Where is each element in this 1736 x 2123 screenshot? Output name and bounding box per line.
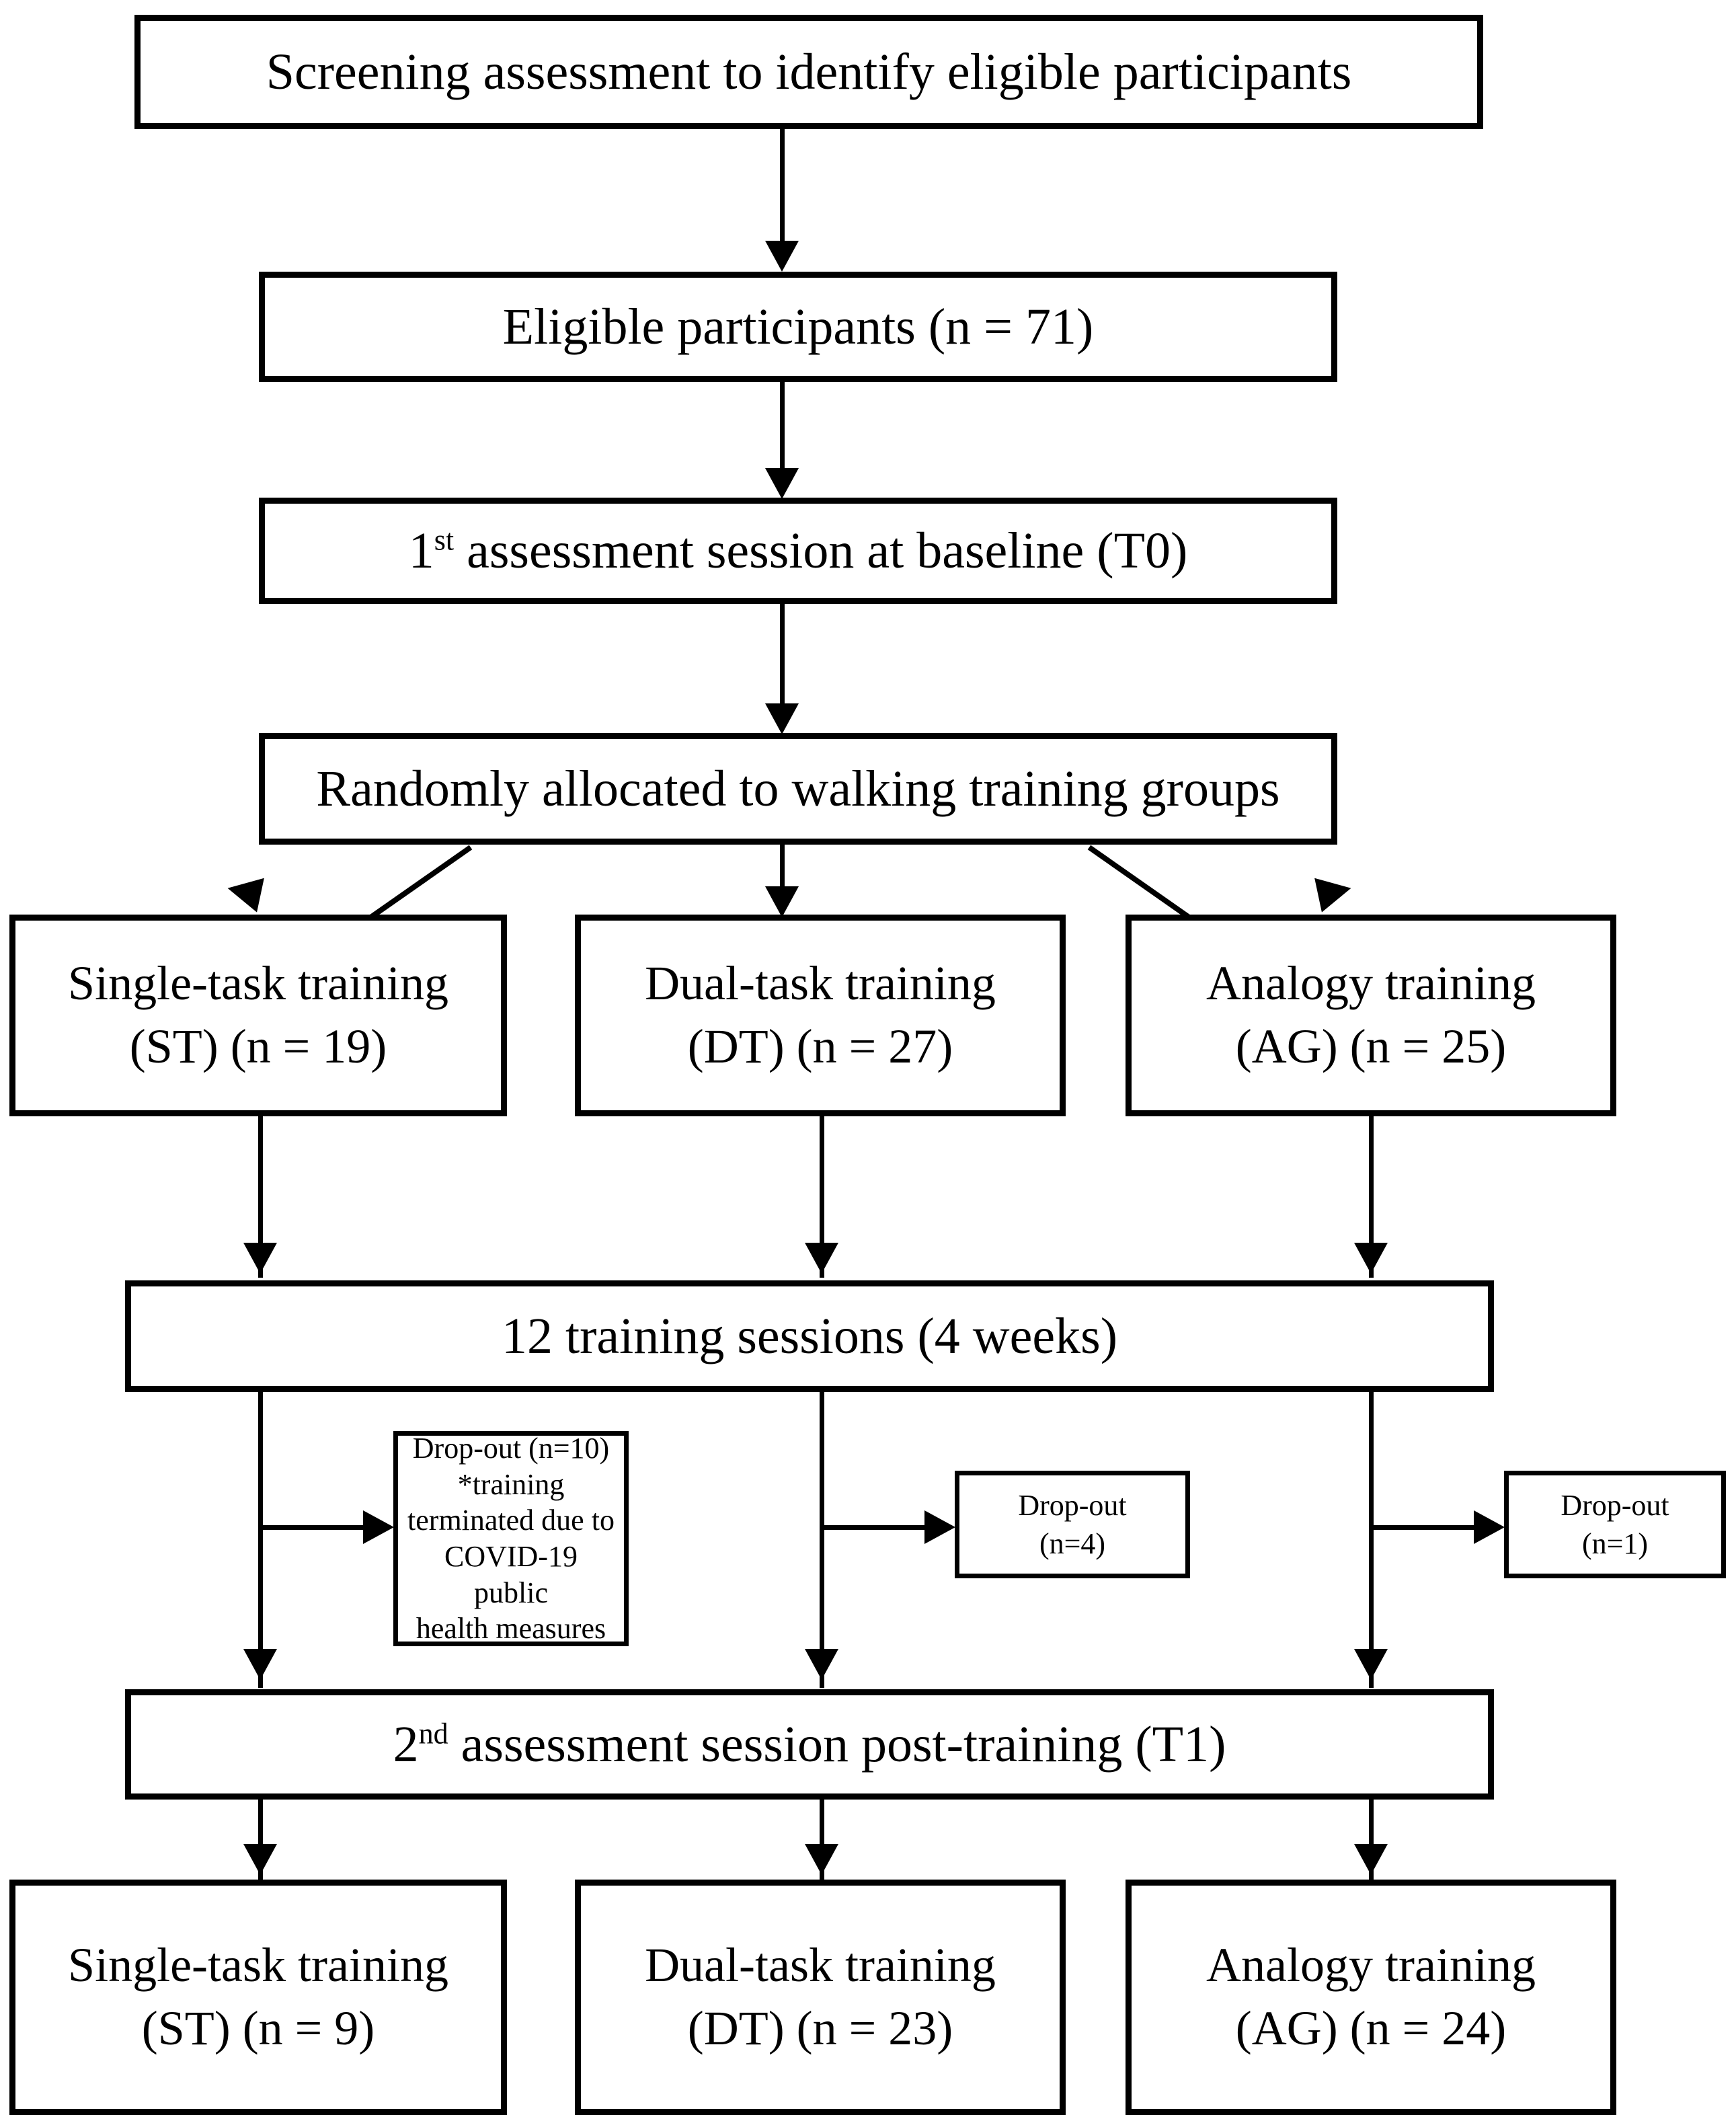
- arrowhead-t1-to-final-dt: [805, 1844, 838, 1875]
- node-group-single-task-line1: Single-task training: [68, 956, 448, 1011]
- arrowhead-st-to-dropout: [363, 1510, 394, 1544]
- connector-training-to-t1-dt: [820, 1392, 824, 1688]
- connector-t1-to-final-ag: [1369, 1800, 1374, 1880]
- node-final-dual-task: Dual-task training (DT) (n = 23): [575, 1880, 1066, 2115]
- node-eligible-participants-label: Eligible participants (n = 71): [502, 298, 1094, 355]
- arrowhead-screening-to-eligible: [765, 241, 799, 272]
- connector-st-to-dropout: [261, 1525, 368, 1530]
- arrowhead-t1-to-final-st: [243, 1844, 277, 1875]
- connector-screening-to-eligible: [780, 129, 785, 247]
- arrowhead-dt-to-training: [805, 1243, 838, 1274]
- node-randomization: Randomly allocated to walking training g…: [259, 733, 1337, 845]
- arrowhead-ag-to-training: [1354, 1243, 1388, 1274]
- connector-randomization-to-dt: [780, 845, 785, 905]
- connector-ag-to-training: [1369, 1116, 1374, 1278]
- node-group-dual-task-line2: (DT) (n = 27): [687, 1019, 953, 1073]
- node-screening-assessment-label: Screening assessment to identify eligibl…: [266, 43, 1352, 100]
- node-screening-assessment: Screening assessment to identify eligibl…: [134, 15, 1483, 129]
- arrowhead-dt-to-dropout: [924, 1510, 955, 1544]
- node-final-single-task-line2: (ST) (n = 9): [141, 2001, 375, 2055]
- connector-t1-to-final-st: [258, 1800, 263, 1880]
- node-dropout-dual-task: Drop-out (n=4): [955, 1471, 1190, 1578]
- connector-ag-to-dropout: [1372, 1525, 1479, 1530]
- node-training-sessions: 12 training sessions (4 weeks): [125, 1280, 1494, 1392]
- connector-st-to-training: [258, 1116, 263, 1278]
- node-final-dual-task-label: Dual-task training (DT) (n = 23): [581, 1934, 1060, 2060]
- connector-t0-to-randomization: [780, 604, 785, 711]
- node-final-dual-task-line2: (DT) (n = 23): [687, 2001, 953, 2055]
- node-final-analogy-label: Analogy training (AG) (n = 24): [1132, 1934, 1610, 2060]
- connector-dt-to-training: [820, 1116, 824, 1278]
- node-group-analogy: Analogy training (AG) (n = 25): [1126, 915, 1616, 1116]
- node-final-single-task: Single-task training (ST) (n = 9): [9, 1880, 507, 2115]
- node-assessment-t0-label: 1st assessment session at baseline (T0): [265, 520, 1331, 582]
- node-dropout-analogy-line2: (n=1): [1581, 1527, 1649, 1560]
- node-final-analogy: Analogy training (AG) (n = 24): [1126, 1880, 1616, 2115]
- arrowhead-t1-to-final-ag: [1354, 1844, 1388, 1875]
- node-group-dual-task: Dual-task training (DT) (n = 27): [575, 915, 1066, 1116]
- connector-eligible-to-t0: [780, 382, 785, 476]
- node-group-analogy-line1: Analogy training: [1206, 956, 1536, 1011]
- connector-t1-to-final-dt: [820, 1800, 824, 1880]
- node-final-dual-task-line1: Dual-task training: [645, 1938, 996, 1993]
- node-group-analogy-label: Analogy training (AG) (n = 25): [1132, 952, 1610, 1078]
- node-assessment-t1-ordinal: 2: [393, 1715, 419, 1773]
- node-dropout-single-task-line4: COVID-19 public: [444, 1540, 578, 1609]
- node-assessment-t0: 1st assessment session at baseline (T0): [259, 498, 1337, 604]
- node-final-single-task-label: Single-task training (ST) (n = 9): [15, 1934, 501, 2060]
- node-assessment-t1-rest: assessment session post-training (T1): [448, 1715, 1226, 1773]
- node-group-dual-task-label: Dual-task training (DT) (n = 27): [581, 952, 1060, 1078]
- node-dropout-single-task-line2: *training: [457, 1467, 565, 1501]
- node-dropout-analogy: Drop-out (n=1): [1504, 1471, 1726, 1578]
- node-dropout-analogy-label: Drop-out (n=1): [1509, 1486, 1721, 1563]
- node-eligible-participants: Eligible participants (n = 71): [259, 272, 1337, 382]
- arrowhead-t0-to-randomization: [765, 703, 799, 734]
- node-dropout-single-task-line5: health measures: [416, 1612, 606, 1646]
- node-training-sessions-label: 12 training sessions (4 weeks): [501, 1307, 1118, 1364]
- node-group-analogy-line2: (AG) (n = 25): [1235, 1019, 1507, 1073]
- node-assessment-t0-ordinal-suffix: st: [434, 523, 455, 557]
- arrowhead-training-to-t1-st: [243, 1649, 277, 1680]
- arrowhead-eligible-to-t0: [765, 468, 799, 499]
- connector-training-to-t1-ag: [1369, 1392, 1374, 1688]
- node-assessment-t1-label: 2nd assessment session post-training (T1…: [131, 1713, 1488, 1776]
- node-group-dual-task-line1: Dual-task training: [645, 956, 996, 1011]
- node-randomization-label: Randomly allocated to walking training g…: [316, 760, 1280, 817]
- node-dropout-single-task-line3: terminated due to: [407, 1504, 615, 1537]
- node-final-single-task-line1: Single-task training: [68, 1938, 448, 1993]
- node-dropout-dual-task-label: Drop-out (n=4): [959, 1486, 1185, 1563]
- node-group-single-task-label: Single-task training (ST) (n = 19): [15, 952, 501, 1078]
- arrowhead-training-to-t1-dt: [805, 1649, 838, 1680]
- arrowhead-st-to-training: [243, 1243, 277, 1274]
- node-final-analogy-line2: (AG) (n = 24): [1235, 2001, 1507, 2055]
- node-assessment-t1-ordinal-suffix: nd: [418, 1717, 448, 1750]
- connector-training-to-t1-st: [258, 1392, 263, 1688]
- node-final-analogy-line1: Analogy training: [1206, 1938, 1536, 1993]
- node-assessment-t1: 2nd assessment session post-training (T1…: [125, 1689, 1494, 1800]
- node-dropout-dual-task-line2: (n=4): [1039, 1527, 1106, 1560]
- arrowhead-training-to-t1-ag: [1354, 1649, 1388, 1680]
- connector-dt-to-dropout: [822, 1525, 930, 1530]
- node-assessment-t0-rest: assessment session at baseline (T0): [454, 522, 1188, 579]
- node-dropout-dual-task-line1: Drop-out: [1018, 1488, 1127, 1522]
- node-group-single-task-line2: (ST) (n = 19): [129, 1019, 387, 1073]
- arrowhead-randomization-to-dt: [765, 886, 799, 917]
- node-dropout-single-task-line1: Drop-out (n=10): [412, 1431, 610, 1465]
- node-dropout-analogy-line1: Drop-out: [1561, 1488, 1669, 1522]
- arrowhead-randomization-to-st: [224, 871, 264, 913]
- node-assessment-t0-ordinal: 1: [408, 522, 434, 579]
- arrowhead-ag-to-dropout: [1474, 1510, 1505, 1544]
- node-group-single-task: Single-task training (ST) (n = 19): [9, 915, 507, 1116]
- arrowhead-randomization-to-ag: [1314, 871, 1355, 913]
